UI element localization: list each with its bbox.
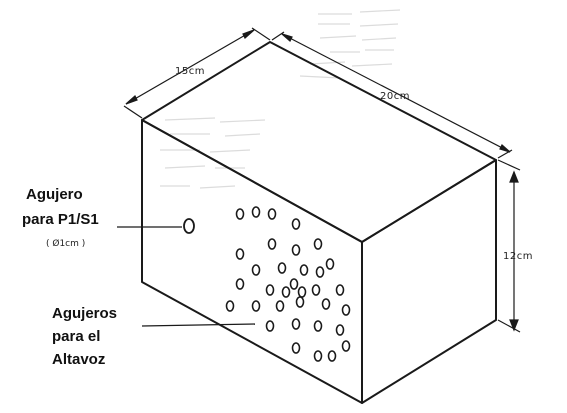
speaker-hole [277,262,287,274]
p1-hole [183,218,195,234]
speaker-hole [341,304,351,316]
speaker-hole [315,266,325,278]
speaker-label-line3: Altavoz [52,351,105,368]
speaker-hole [313,238,323,250]
speaker-hole [235,208,245,220]
speaker-hole [267,238,277,250]
label-depth: 15cm [175,66,205,77]
speaker-hole [265,320,275,332]
speaker-holes [225,206,351,362]
speaker-hole [291,318,301,330]
speaker-hole [313,320,323,332]
speaker-hole [291,342,301,354]
speaker-hole [335,324,345,336]
speaker-hole [297,286,307,298]
speaker-hole [295,296,305,308]
dimension-width [271,31,513,159]
speaker-hole [235,248,245,260]
speaker-label-line2: para el [52,328,100,345]
speaker-hole [251,206,261,218]
speaker-label-line1: Agujeros [52,305,117,322]
speaker-hole [275,300,285,312]
speaker-hole [311,284,321,296]
speaker-hole [325,258,335,270]
speaker-hole [251,300,261,312]
speaker-hole [299,264,309,276]
speaker-hole [235,278,245,290]
speaker-hole [313,350,323,362]
speaker-hole [265,284,275,296]
p1-label-line1: Agujero [26,186,83,203]
p1-label-line2: para P1/S1 [22,211,99,228]
speaker-hole [289,278,299,290]
label-width: 20cm [380,91,410,102]
speaker-hole [281,286,291,298]
faint-background-text [160,9,401,189]
dimension-depth [123,27,271,119]
box-outline [141,41,497,404]
speaker-leader-line [141,323,256,327]
speaker-hole [291,244,301,256]
dimension-height [497,159,521,333]
speaker-hole [267,208,277,220]
speaker-hole [327,350,337,362]
right-face [361,159,497,404]
speaker-hole [335,284,345,296]
speaker-hole [321,298,331,310]
speaker-hole [341,340,351,352]
speaker-hole [225,300,235,312]
label-height: 12cm [503,251,533,262]
speaker-hole [291,218,301,230]
p1-label-size: ( Ø1cm ) [46,238,85,249]
speaker-hole [251,264,261,276]
front-face [141,119,363,404]
